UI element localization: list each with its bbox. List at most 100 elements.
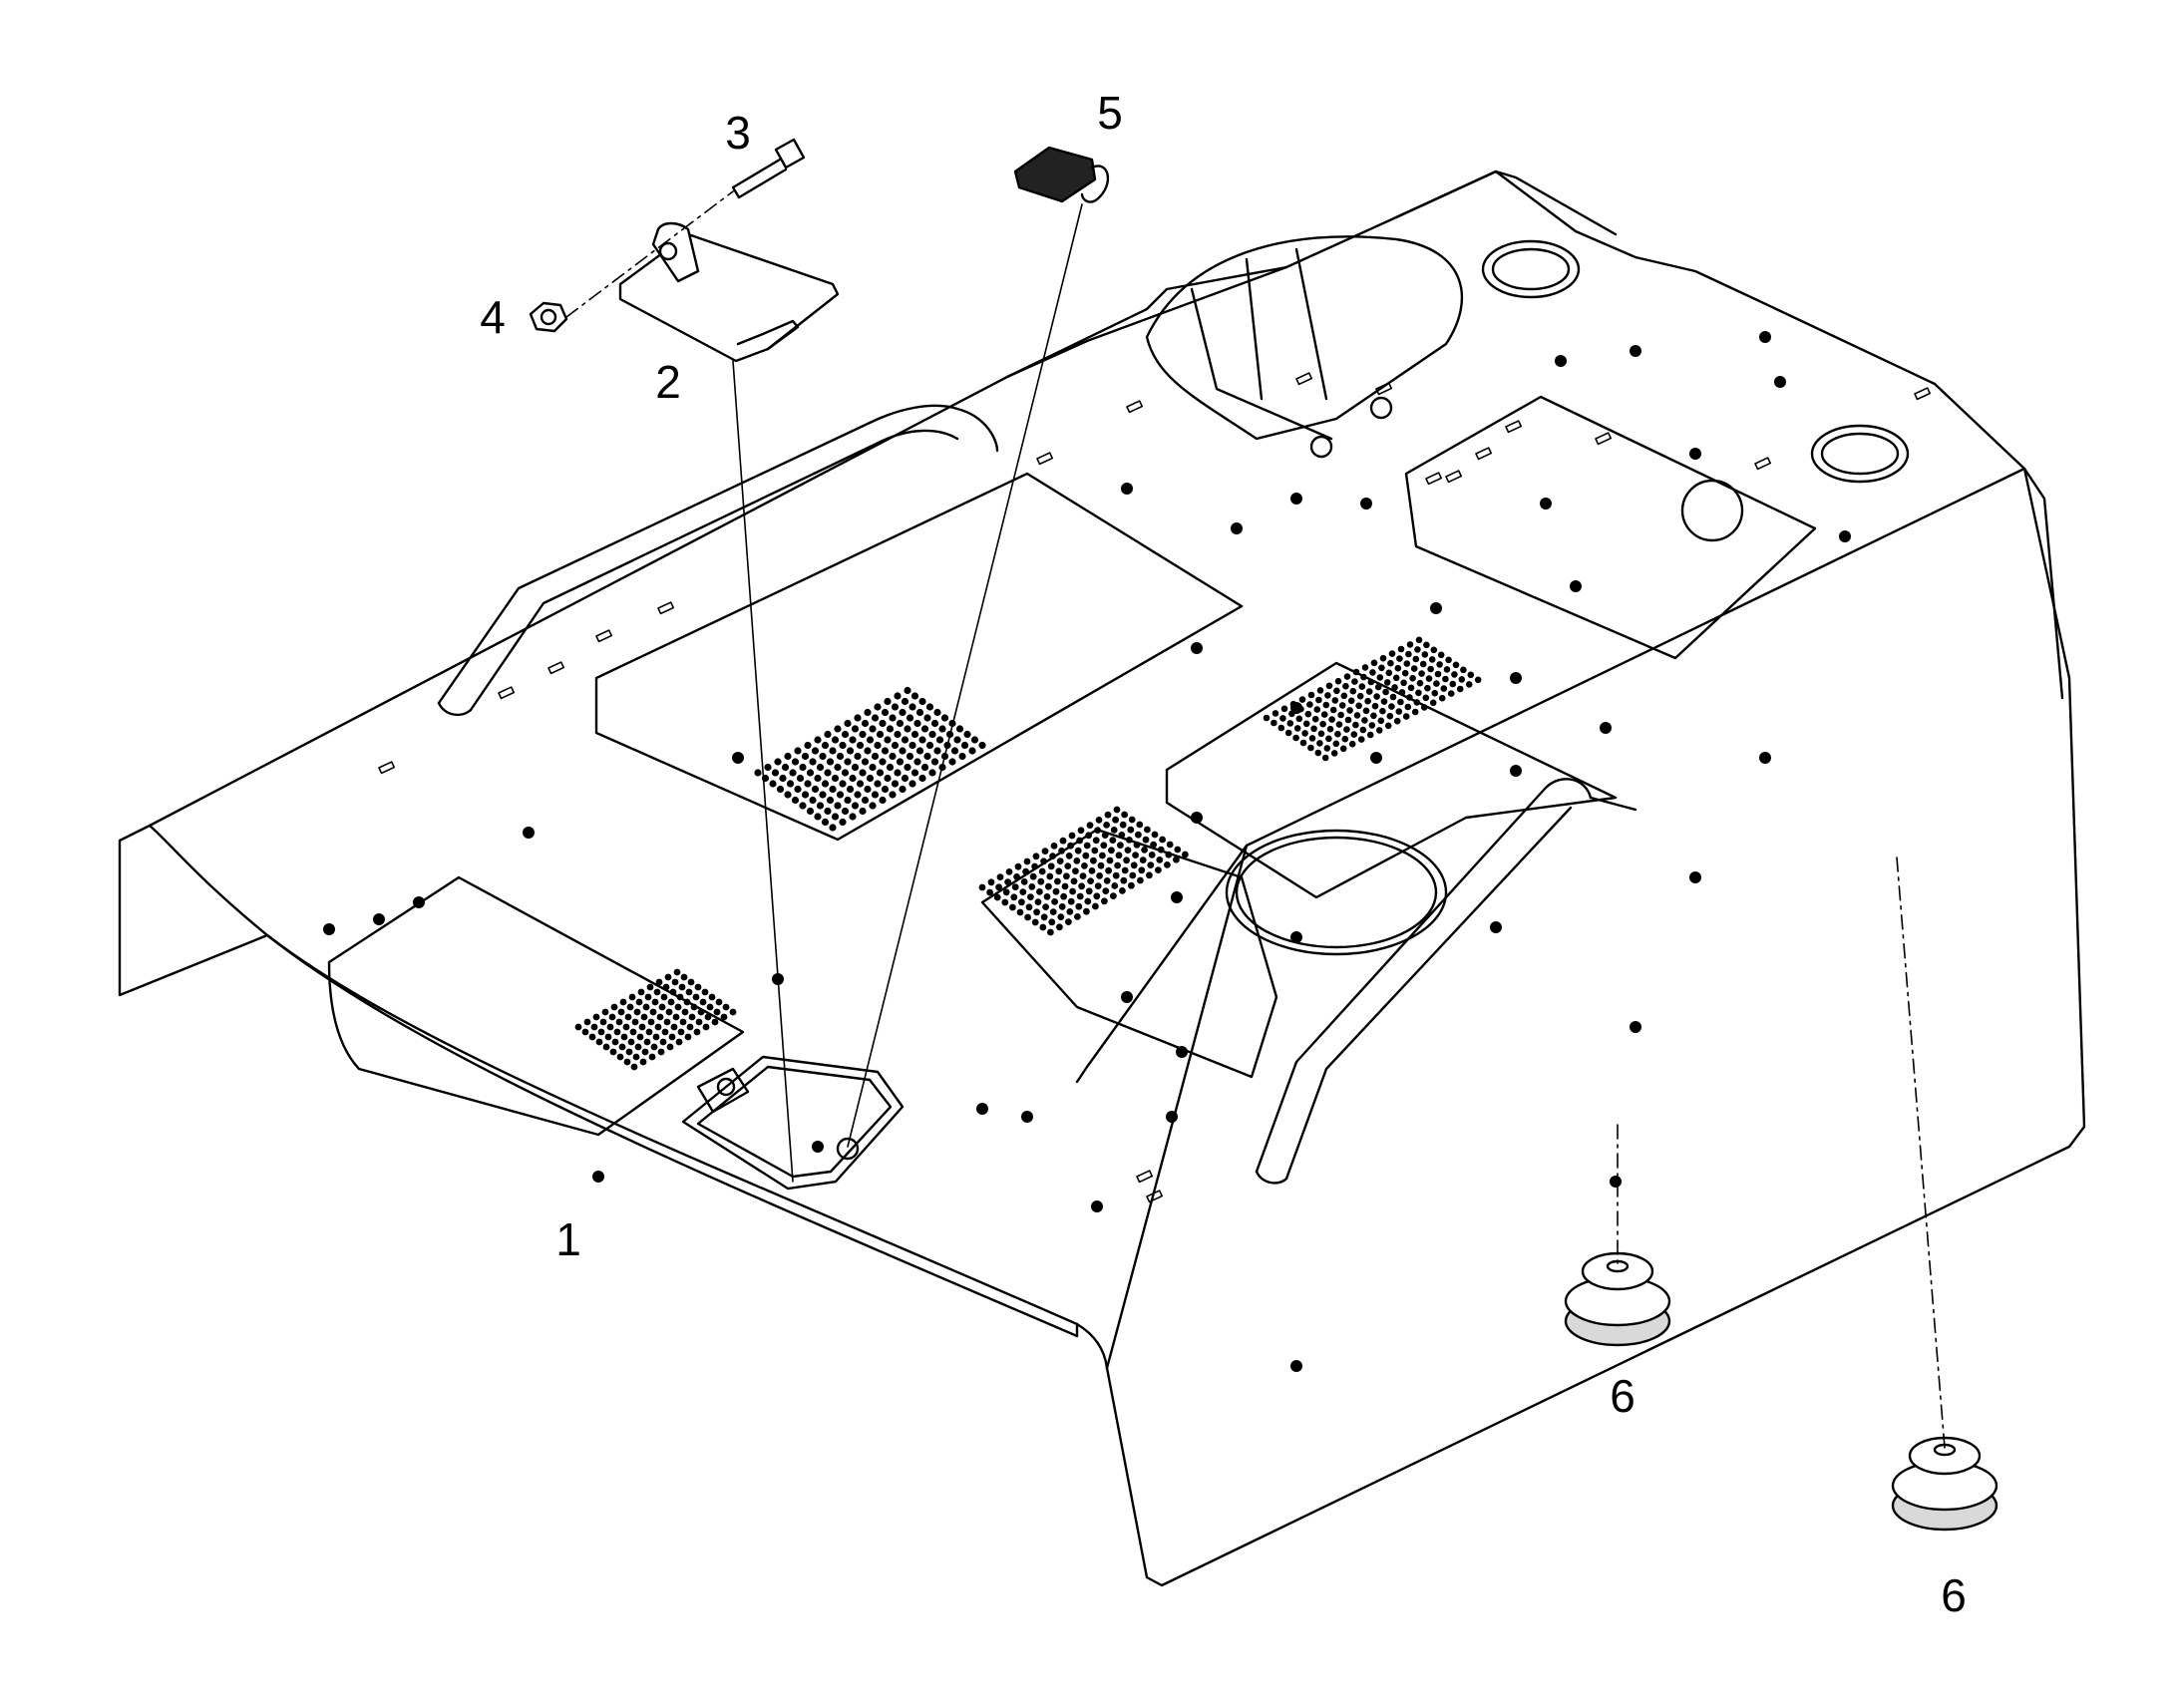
perforation-hole bbox=[913, 719, 921, 728]
perforation-hole bbox=[1325, 682, 1333, 690]
perforation-hole bbox=[908, 703, 916, 711]
perforation-hole bbox=[1437, 651, 1445, 659]
perforation-hole bbox=[686, 1023, 694, 1031]
perforation-hole bbox=[601, 1008, 609, 1016]
perforation-hole bbox=[1141, 847, 1148, 854]
perforation-hole bbox=[1458, 676, 1466, 683]
perforation-hole bbox=[854, 791, 862, 799]
perforation-hole bbox=[771, 769, 780, 777]
perforation-hole bbox=[1320, 711, 1328, 718]
perforation-hole bbox=[1155, 866, 1162, 873]
perforation-hole bbox=[1061, 882, 1069, 890]
perforation-hole bbox=[925, 703, 934, 711]
mounting-slot bbox=[1375, 382, 1393, 396]
perforation-hole bbox=[574, 1023, 582, 1031]
perforation-hole bbox=[1343, 673, 1351, 680]
perforation-hole bbox=[1047, 862, 1055, 870]
perforation-hole bbox=[1321, 754, 1329, 762]
mounting-hole bbox=[1510, 672, 1522, 684]
perforation-hole bbox=[906, 752, 914, 761]
perforation-hole bbox=[1087, 877, 1094, 884]
perforation-hole bbox=[674, 1003, 682, 1011]
isolator-mount-b bbox=[1891, 1436, 1998, 1532]
perforation-hole bbox=[1395, 708, 1403, 715]
perforation-hole bbox=[1357, 736, 1365, 743]
perforation-hole bbox=[1380, 698, 1388, 705]
perforation-hole bbox=[1406, 694, 1413, 701]
perforation-hole bbox=[1037, 877, 1045, 885]
perforation-hole bbox=[626, 1003, 634, 1011]
perforation-hole bbox=[831, 736, 840, 744]
perforation-hole bbox=[616, 1053, 624, 1061]
perforation-hole bbox=[866, 774, 875, 783]
perforation-hole bbox=[604, 1033, 612, 1041]
perforation-hole bbox=[628, 993, 636, 1001]
mounting-hole bbox=[1290, 1360, 1302, 1372]
mounting-hole bbox=[1191, 642, 1203, 654]
perforation-hole bbox=[1067, 842, 1074, 850]
perforation-hole bbox=[595, 1038, 603, 1046]
perforation-hole bbox=[821, 818, 830, 827]
perforation-hole bbox=[1013, 873, 1020, 880]
perforation-hole bbox=[809, 758, 817, 766]
perforation-hole bbox=[851, 725, 860, 733]
perforation-hole bbox=[1095, 817, 1103, 824]
perforation-hole bbox=[1344, 716, 1352, 724]
perforation-hole bbox=[806, 769, 815, 777]
perforation-hole bbox=[1118, 832, 1126, 839]
perforation-hole bbox=[679, 1018, 687, 1026]
perforation-hole bbox=[653, 988, 661, 996]
perforation-hole bbox=[613, 1028, 621, 1036]
perforation-hole bbox=[1445, 656, 1452, 664]
perforation-hole bbox=[799, 802, 807, 810]
perforation-hole bbox=[606, 1023, 614, 1031]
perforation-hole bbox=[1100, 842, 1108, 850]
perforation-hole bbox=[786, 780, 795, 788]
perforation-hole bbox=[849, 736, 857, 744]
perforation-hole bbox=[804, 741, 812, 750]
perforation-hole bbox=[955, 725, 964, 733]
perforation-hole bbox=[1092, 837, 1100, 845]
perforation-hole bbox=[662, 983, 670, 991]
perforation-hole bbox=[656, 1013, 664, 1021]
perforation-hole bbox=[1339, 745, 1347, 753]
perforation-hole bbox=[933, 708, 941, 717]
perforation-hole bbox=[879, 719, 887, 728]
perforation-hole bbox=[646, 983, 654, 991]
perforation-hole bbox=[1403, 660, 1411, 667]
mounting-slot bbox=[1126, 400, 1144, 414]
perforation-hole bbox=[794, 747, 802, 755]
perforation-hole bbox=[1341, 735, 1349, 743]
mounting-holes bbox=[323, 331, 1851, 1372]
perforation-hole bbox=[699, 998, 707, 1006]
mounting-hole bbox=[1430, 602, 1442, 614]
perforation-hole bbox=[1394, 664, 1402, 672]
perforation-hole bbox=[644, 993, 652, 1001]
perforation-hole bbox=[1039, 923, 1047, 931]
perforation-hole bbox=[894, 692, 902, 700]
perforation-hole bbox=[1334, 730, 1341, 738]
perforation-hole bbox=[849, 813, 857, 821]
perforation-hole bbox=[1166, 841, 1174, 849]
perforation-hole bbox=[1138, 866, 1146, 874]
perforation-hole bbox=[940, 714, 949, 722]
perforation-hole bbox=[619, 998, 627, 1006]
perforation-hole bbox=[801, 791, 810, 799]
perforation-hole bbox=[693, 1028, 701, 1036]
perforation-hole bbox=[1111, 882, 1119, 889]
perforation-hole bbox=[1047, 928, 1054, 936]
perforation-hole bbox=[1379, 654, 1387, 662]
perforation-hole bbox=[657, 1048, 665, 1056]
perforation-hole bbox=[1091, 847, 1099, 854]
mounting-hole bbox=[592, 1171, 604, 1183]
perforation-hole bbox=[668, 1033, 676, 1041]
perforation-hole bbox=[706, 1003, 714, 1011]
perforation-hole bbox=[829, 785, 837, 794]
perforation-hole bbox=[764, 763, 772, 772]
perforation-hole bbox=[676, 993, 684, 1001]
perforation-hole bbox=[918, 736, 926, 744]
perforation-hole bbox=[1058, 903, 1066, 910]
perforation-hole bbox=[1301, 730, 1308, 737]
perforation-hole bbox=[1128, 816, 1136, 824]
perforation-hole bbox=[1414, 646, 1421, 653]
